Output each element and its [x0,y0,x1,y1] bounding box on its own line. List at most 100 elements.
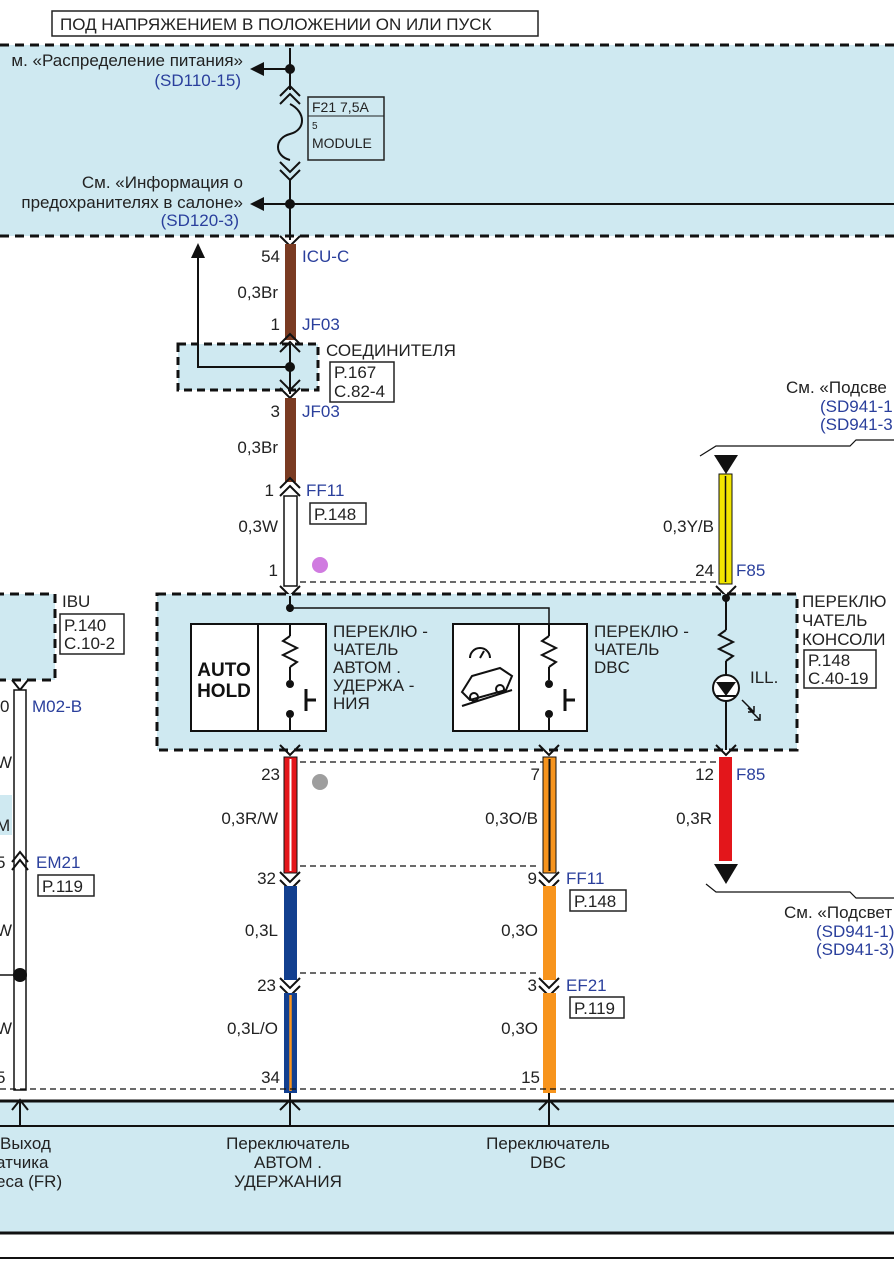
pin-bottom-right: 15 [521,1068,540,1087]
autohold-label-4: УДЕРЖА - [333,676,414,695]
pin-left-bottom: 5 [0,1068,5,1087]
conn-ff11-top: FF11 [306,481,344,500]
wire-orange-black: 0,3O/B [485,809,538,828]
arrow-left-icon [250,62,264,76]
bottom-autohold-3: УДЕРЖАНИЯ [234,1172,342,1191]
fuse-module: MODULE [312,135,372,151]
dbc-car-icon [460,647,514,707]
left-partial-box [0,795,12,835]
pin-dbc-out: 7 [531,765,540,784]
pin-em21: 5 [0,853,5,872]
conn-m02: M02-B [32,697,82,716]
fuse-box [307,96,385,161]
fuse-info-code: (SD120-3) [161,211,239,230]
dbc-label-1: ПЕРЕКЛЮ - [594,622,689,641]
wire-left-w3: W [0,1019,12,1038]
dbc-label-2: ЧАТЕЛЬ [594,640,659,659]
fuse-name: F21 7,5A [312,99,369,115]
backlight-bottom-code2: (SD941-3) [816,940,894,959]
pin-autohold-out: 23 [261,765,280,784]
conn-ef21: EF21 [566,976,607,995]
pin-ef21-left: 23 [257,976,276,995]
autohold-icon-line2: HOLD [197,681,251,702]
resistor-icon [539,635,559,668]
purple-dot [312,557,328,573]
console-label-3: КОНСОЛИ [802,630,886,649]
console-ref2: C.40-19 [808,669,868,688]
header-box [51,10,539,37]
fuse-icon [277,103,303,161]
bottom-dbc-2: DBC [530,1153,566,1172]
power-dist-ref: м. «Распределение питания» [11,51,243,70]
autohold-label-1: ПЕРЕКЛЮ - [333,622,428,641]
wire-yellow: 0,3Y/B [663,517,714,536]
pin-bottom-left: 34 [261,1068,280,1087]
resistor-icon [716,629,736,662]
gray-dot [312,774,328,790]
wire-brown2: 0,3Br [237,438,278,457]
ill-label: ILL. [750,668,778,687]
arrow-down-icon [714,455,738,474]
arrow-down-icon [714,864,738,884]
wire-orange2: 0,3O [501,1019,538,1038]
conn-jf03-bottom: JF03 [302,402,340,421]
backlight-top-code2: (SD941-3 [820,415,893,434]
arrow-left-icon [250,197,264,211]
autohold-label-2: ЧАТЕЛЬ [333,640,398,659]
conn-f85-top: F85 [736,561,765,580]
bottom-dbc-1: Переключатель [486,1134,610,1153]
bottom-left-1: Выход [0,1134,51,1153]
pin-ff11-top: 1 [265,481,274,500]
pin-ef21-right: 3 [528,976,537,995]
backlight-bottom-code1: (SD941-1) [816,922,894,941]
ibu-ref2: C.10-2 [64,634,115,653]
ibu-panel [0,592,57,682]
wire-left-w1: W [0,753,12,772]
console-label-2: ЧАТЕЛЬ [802,611,867,630]
wire-orange1: 0,3O [501,921,538,940]
pin-sw-right: 24 [695,561,714,580]
console-ref1: P.148 [808,651,850,670]
bottom-left-2: атчика [0,1153,49,1172]
ref-ff11-mid: P.148 [574,892,616,911]
header-title: ПОД НАПРЯЖЕНИЕМ В ПОЛОЖЕНИИ ON ИЛИ ПУСК [60,15,492,34]
resistor-icon [280,635,300,668]
conn-em21: EM21 [36,853,80,872]
dbc-label-3: DBC [594,658,630,677]
arrow-up-icon [191,243,205,258]
wire-blue-orange: 0,3L/O [227,1019,278,1038]
ibu-name: IBU [62,592,90,611]
conn-icu: ICU-C [302,247,349,266]
bottom-autohold-2: АВТОМ . [254,1153,322,1172]
autohold-label-3: АВТОМ . [333,658,401,677]
conn-f85-bottom: F85 [736,765,765,784]
pin-jf03-bottom: 3 [271,402,280,421]
wire-brown1: 0,3Br [237,283,278,302]
conn-jf03-top: JF03 [302,315,340,334]
ref-ef21: P.119 [574,999,615,1018]
power-dist-code: (SD110-15) [154,71,241,90]
bottom-left-3: еса (FR) [0,1172,62,1191]
fuse-pin: 5 [312,121,318,132]
backlight-top-code1: (SD941-1 [820,397,893,416]
pin-jf03-top: 1 [271,315,280,334]
pin-sw-left: 1 [269,561,278,580]
ref-ff11-top: P.148 [314,505,356,524]
joint-label: СОЕДИНИТЕЛЯ [326,341,456,360]
ibu-ref1: P.140 [64,616,106,635]
pin-ff11-mid-right: 9 [528,869,537,888]
wire-left-w2: W [0,921,12,940]
fuse-info-line1: См. «Информация о [82,173,243,192]
left-partial-text: M [0,816,10,835]
wire-blue: 0,3L [245,921,278,940]
joint-ref2: C.82-4 [334,382,385,401]
console-label-1: ПЕРЕКЛЮ [802,592,886,611]
autohold-icon-line1: AUTO [197,660,250,681]
wire-red-white: 0,3R/W [221,809,278,828]
autohold-label-5: НИЯ [333,694,370,713]
wire-red: 0,3R [676,809,712,828]
pin-icu: 54 [261,247,280,266]
ref-em21: P.119 [42,877,83,896]
wire-white: 0,3W [238,517,278,536]
